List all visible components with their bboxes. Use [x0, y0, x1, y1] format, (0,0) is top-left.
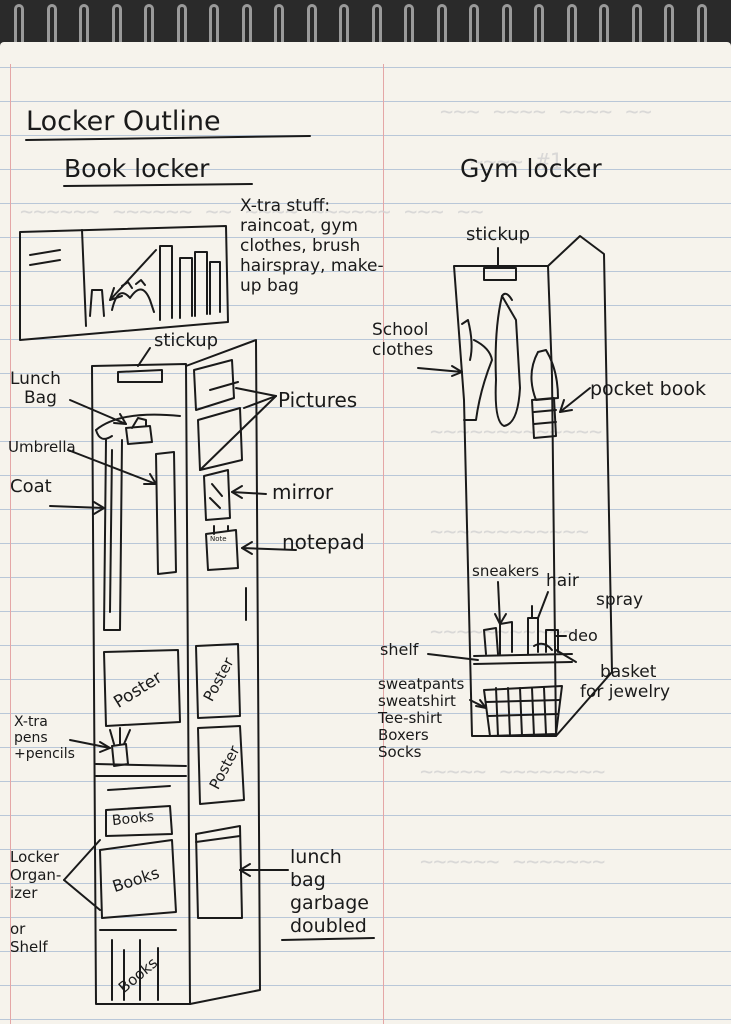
xtra-stuff-line: hairspray, make-	[240, 256, 384, 276]
xtra-stuff-line: raincoat, gym	[240, 216, 358, 236]
basket-line: for jewelry	[580, 682, 671, 702]
show-through-text: ~~~~~ ~~~~~~~~	[420, 760, 606, 785]
lunch-garbage-line: lunch	[290, 846, 342, 868]
umbrella-label: Umbrella	[8, 438, 76, 456]
gym-clothes-item: Boxers	[378, 726, 429, 744]
hairspray-line: spray	[596, 590, 644, 610]
show-through-text: ~~~~~~~~~~~~~	[430, 420, 603, 445]
organizer-line	[10, 902, 61, 920]
lunch-garbage-label: lunch bag garbage doubled	[290, 846, 369, 938]
left-margin-line	[10, 60, 11, 1024]
coat-label: Coat	[10, 476, 52, 497]
organizer-line: Locker	[10, 848, 60, 866]
title-underline	[25, 135, 311, 141]
shelf-label: shelf	[380, 640, 419, 659]
pictures-label: Pictures	[278, 388, 358, 412]
book-locker-underline	[63, 183, 253, 187]
gym-clothes-item: sweatshirt	[378, 692, 456, 710]
show-through-text: ~~~~ #1	[470, 150, 563, 175]
organizer-line: izer	[10, 884, 38, 902]
paper-top-edge	[0, 42, 731, 64]
notepad-label: notepad	[282, 530, 365, 554]
xtra-stuff-label: X-tra stuff: raincoat, gym clothes, brus…	[240, 196, 384, 296]
lunch-garbage-line: garbage	[290, 892, 369, 914]
organizer-line: Shelf	[10, 938, 48, 956]
basket-label: basket for jewelry	[580, 662, 670, 702]
gym-clothes-item: Tee-shirt	[378, 709, 443, 727]
gym-clothes-list: sweatpants sweatshirt Tee-shirt Boxers S…	[378, 676, 464, 761]
pens-line: +pencils	[14, 746, 75, 762]
show-through-text: ~~~~~~ ~~~~~~~	[420, 850, 606, 875]
top-shelf-compartment	[19, 225, 229, 341]
deo-label: deo	[568, 626, 598, 645]
lunch-garbage-line: doubled	[290, 915, 367, 937]
xtra-stuff-arrowhead	[109, 287, 123, 301]
mirror-label: mirror	[272, 480, 334, 504]
school-clothes-line: School	[372, 320, 429, 340]
hairspray-line: hair	[546, 571, 579, 591]
basket-line: basket	[600, 662, 657, 682]
gym-locker-arrows	[417, 247, 591, 709]
xtra-stuff-line: clothes, brush	[240, 236, 361, 256]
book-locker-arrows	[49, 347, 375, 941]
organizer-line: Organ-	[10, 866, 62, 884]
gym-stickup-label: stickup	[466, 224, 531, 245]
pens-line: X-tra	[14, 714, 48, 730]
school-clothes-label: School clothes	[372, 320, 433, 360]
hairspray-label: hair spray	[546, 572, 643, 610]
book-stickup-label: stickup	[154, 330, 219, 351]
organizer-line: or	[10, 920, 26, 938]
sneakers-label: sneakers	[472, 562, 540, 580]
lunch-bag-line: Bag	[24, 388, 57, 408]
pens-line: pens	[14, 730, 48, 746]
gym-clothes-item: sweatpants	[378, 675, 465, 693]
show-through-text: ~~~~~~~~~~~~	[430, 520, 589, 545]
show-through-text: ~~~ ~~~~ ~~~~ ~~	[440, 100, 652, 125]
page-title: Locker Outline	[26, 106, 221, 137]
pocketbook-label: pocket book	[590, 378, 706, 400]
pens-label: X-tra pens +pencils	[14, 714, 75, 762]
lunch-bag-label: Lunch Bag	[10, 370, 61, 408]
center-margin-line	[383, 60, 384, 1024]
school-clothes-line: clothes	[372, 340, 434, 360]
show-through-text: ~~~~~~ ~~~~~~ ~~ ~~~~ ~~~~~~ ~~~ ~~	[20, 200, 484, 225]
xtra-stuff-arrow	[109, 249, 157, 301]
xtra-stuff-line: X-tra stuff:	[240, 196, 331, 216]
book-locker-body	[91, 339, 261, 1005]
gym-clothes-item: Socks	[378, 743, 422, 761]
xtra-stuff-line: up bag	[240, 276, 299, 296]
lunch-bag-line: Lunch	[10, 369, 61, 389]
gym-locker-body	[453, 235, 613, 737]
lunch-garbage-line: bag	[290, 869, 326, 891]
organizer-label: Locker Organ- izer or Shelf	[10, 848, 61, 956]
note-tag: Note	[210, 535, 227, 543]
gym-locker-heading: Gym locker	[460, 154, 602, 183]
book-locker-heading: Book locker	[64, 154, 210, 183]
